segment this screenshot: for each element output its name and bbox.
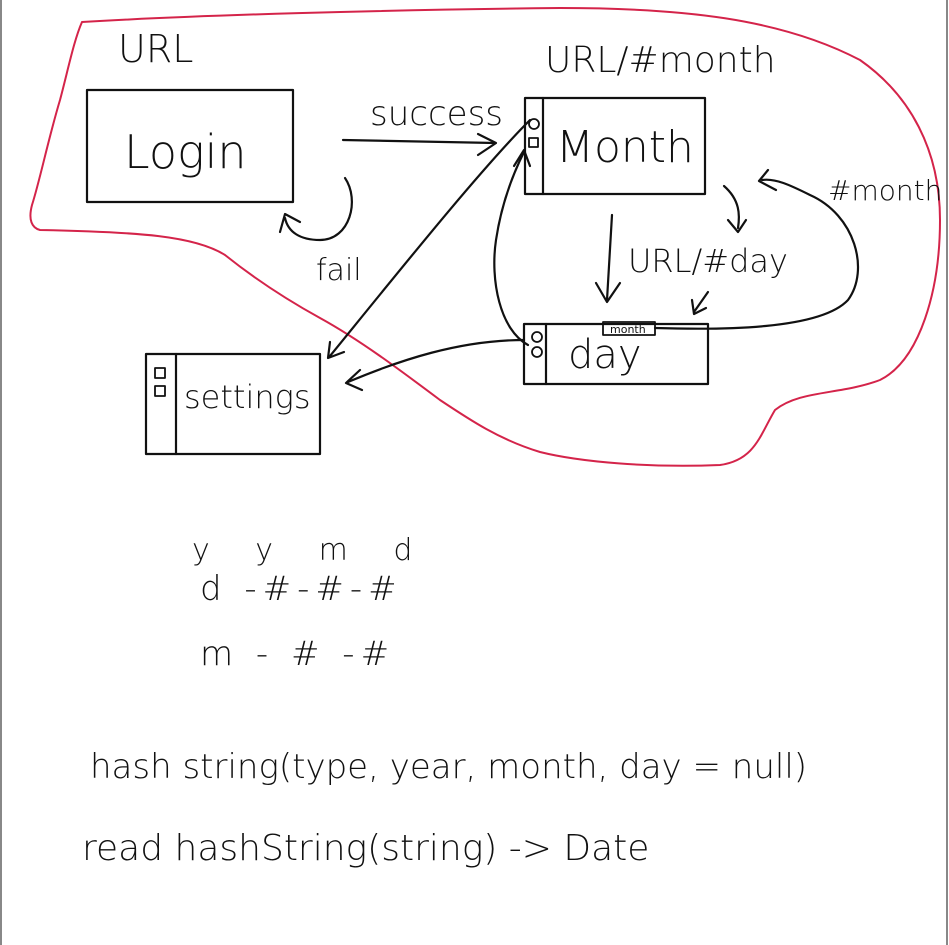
settings-label: settings <box>184 378 311 416</box>
notes-line1: d -#-#-# <box>200 569 403 609</box>
month-sidebar-icon-2 <box>528 137 539 148</box>
fail-label: fail <box>316 253 362 288</box>
url-day-label: URL/#day <box>628 242 788 280</box>
success-label: success <box>370 94 503 134</box>
hash-month-label: #month <box>828 174 942 207</box>
month-to-settings-arrow <box>328 118 532 358</box>
notes-letters: y y m d <box>192 533 430 568</box>
url-day-pointer-head <box>690 298 708 316</box>
url-day-pointer <box>692 290 710 314</box>
month-tag-return-arrow <box>653 178 860 330</box>
settings-box <box>144 352 322 456</box>
success-arrow <box>341 138 497 145</box>
month-sidebar-icon-1 <box>528 118 540 130</box>
login-label: Login <box>124 125 247 179</box>
day-month-tag: month <box>610 323 646 336</box>
month-to-day-arrowhead <box>594 281 622 304</box>
success-arrowhead <box>476 132 498 157</box>
day-to-month-arrowhead <box>512 148 532 168</box>
notes-line3: hash string(type, year, month, day = nul… <box>90 747 807 787</box>
fail-arrowhead <box>278 212 302 234</box>
day-to-settings-arrow <box>346 338 526 384</box>
settings-sidebar-icon-1 <box>154 367 166 379</box>
day-to-settings-arrowhead <box>344 368 364 392</box>
month-to-settings-arrowhead <box>326 340 346 360</box>
month-label: Month <box>556 122 694 173</box>
month-right-down-arrowhead <box>726 218 748 234</box>
fail-arrow <box>283 176 353 242</box>
day-month-tag-box <box>602 321 656 336</box>
url-month-label: URL/#month <box>545 40 776 81</box>
notes-line4: read hashString(string) -> Date <box>82 828 649 869</box>
day-sidebar-icon-2 <box>531 346 543 358</box>
notes-line2: m - # -# <box>200 634 395 674</box>
url-label: URL <box>118 27 193 71</box>
month-tag-return-arrowhead <box>757 168 778 192</box>
red-outline <box>29 7 941 467</box>
day-box <box>522 322 710 386</box>
month-box <box>523 96 707 196</box>
day-label: day <box>568 332 642 378</box>
month-right-down-arrow <box>722 184 741 230</box>
login-box <box>85 88 295 204</box>
day-sidebar-icon-1 <box>531 331 543 343</box>
day-to-month-arrow <box>493 150 530 347</box>
month-to-day-arrow <box>605 213 614 302</box>
settings-sidebar-icon-2 <box>154 385 166 397</box>
